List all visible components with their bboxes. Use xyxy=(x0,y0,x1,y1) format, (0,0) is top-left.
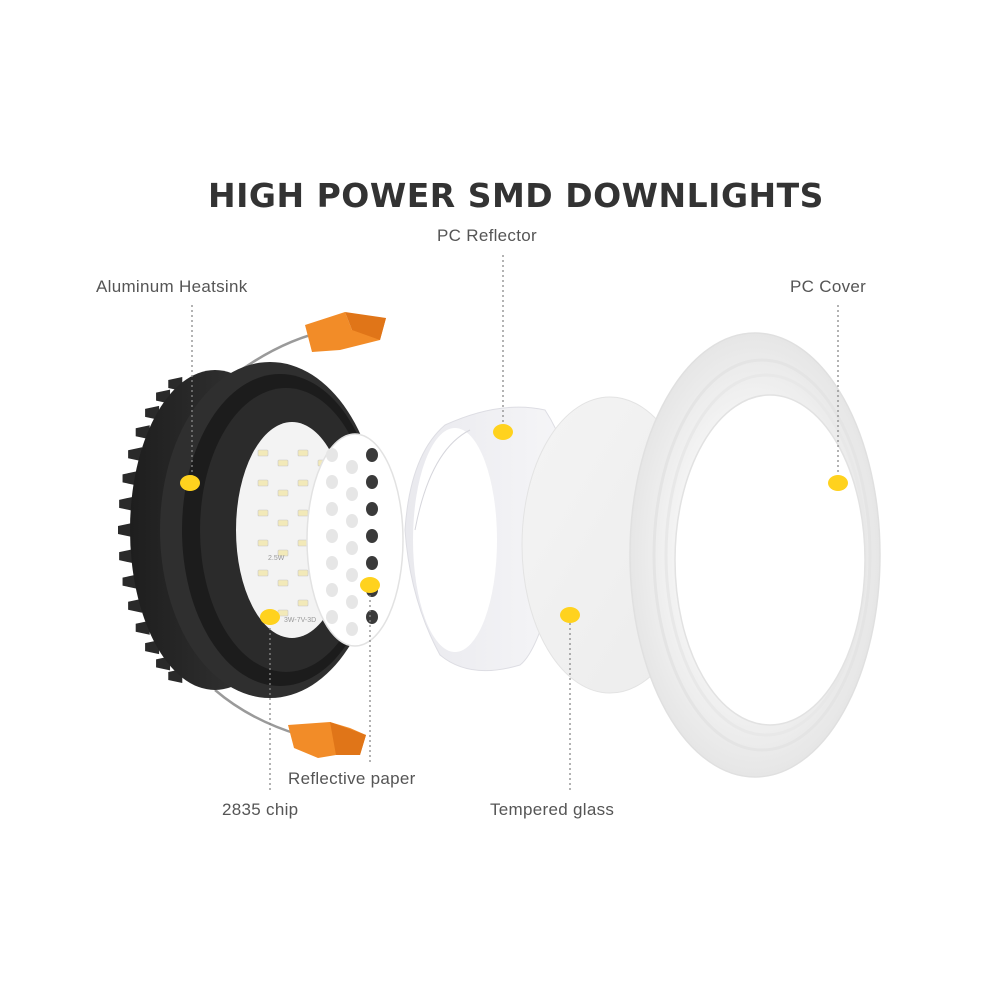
led-chip xyxy=(257,449,269,457)
led-chip xyxy=(277,519,289,527)
paper-hole xyxy=(366,448,378,462)
label-aluminum-heatsink: Aluminum Heatsink xyxy=(96,277,248,296)
paper-hole xyxy=(346,487,358,501)
paper-hole xyxy=(366,502,378,516)
led-chip xyxy=(277,489,289,497)
paper-hole xyxy=(326,475,338,489)
label-pc-cover: PC Cover xyxy=(790,277,867,296)
paper-hole xyxy=(326,610,338,624)
paper-hole xyxy=(346,541,358,555)
pcb-code-a: 2.5W xyxy=(268,555,285,562)
marker-paper-dot xyxy=(360,577,380,593)
label-reflective-paper: Reflective paper xyxy=(288,769,416,788)
heatsink-fins xyxy=(118,376,183,684)
label-pc-reflector: PC Reflector xyxy=(437,226,537,245)
pc-cover xyxy=(629,332,881,778)
paper-hole xyxy=(366,556,378,570)
led-chip xyxy=(257,509,269,517)
led-chip xyxy=(277,579,289,587)
led-chip xyxy=(277,459,289,467)
paper-hole xyxy=(326,556,338,570)
led-chip xyxy=(297,569,309,577)
paper-hole xyxy=(326,448,338,462)
led-chip xyxy=(297,599,309,607)
paper-hole xyxy=(326,529,338,543)
paper-hole xyxy=(346,595,358,609)
led-chip xyxy=(257,539,269,547)
marker-cover-dot xyxy=(828,475,848,491)
led-chip xyxy=(277,549,289,557)
led-chip xyxy=(297,449,309,457)
leader-lines xyxy=(191,255,839,792)
paper-hole xyxy=(366,475,378,489)
markers xyxy=(180,424,848,625)
paper-hole xyxy=(366,610,378,624)
led-chip xyxy=(297,509,309,517)
led-chip xyxy=(297,479,309,487)
pcb-code-b: 3W-7V-3D xyxy=(284,617,316,624)
paper-hole xyxy=(326,502,338,516)
diagram-title: HIGH POWER SMD DOWNLIGHTS xyxy=(208,176,824,215)
marker-chip-dot xyxy=(260,609,280,625)
spring-clip-bottom xyxy=(214,689,366,758)
reflective-paper xyxy=(306,433,404,647)
marker-heatsink-dot xyxy=(180,475,200,491)
led-chip xyxy=(257,569,269,577)
marker-reflector-dot xyxy=(493,424,513,440)
paper-hole xyxy=(346,460,358,474)
paper-hole xyxy=(346,514,358,528)
paper-hole xyxy=(346,568,358,582)
paper-hole xyxy=(346,622,358,636)
pc-reflector xyxy=(404,406,571,672)
marker-glass-dot xyxy=(560,607,580,623)
label-tempered-glass: Tempered glass xyxy=(490,800,615,819)
label-2835-chip: 2835 chip xyxy=(222,800,299,819)
paper-hole xyxy=(366,529,378,543)
paper-hole xyxy=(326,583,338,597)
led-chip xyxy=(257,479,269,487)
